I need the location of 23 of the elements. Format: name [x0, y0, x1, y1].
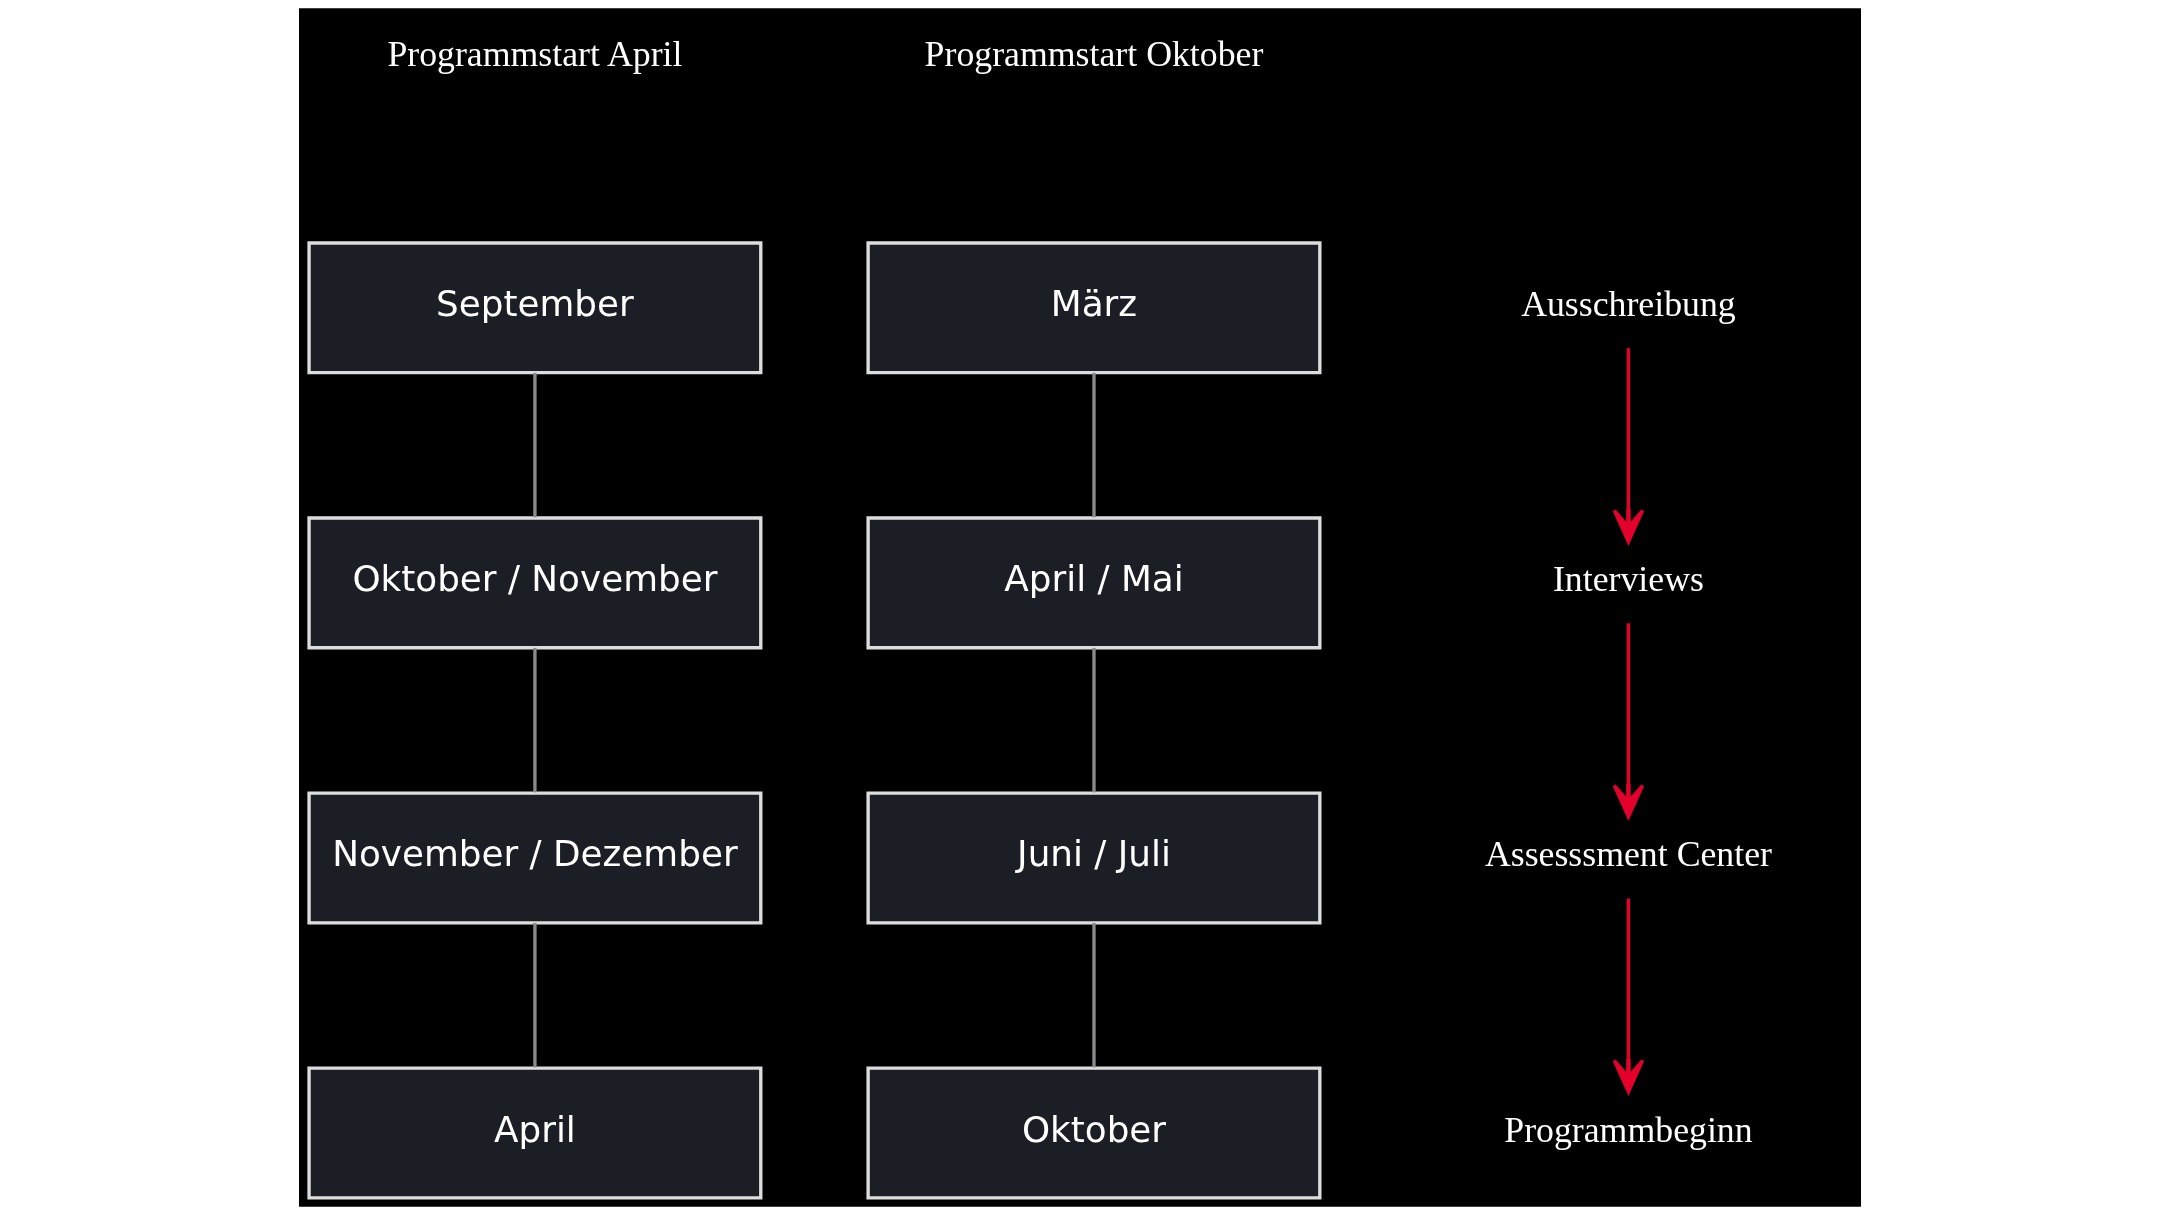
node-box: April [307, 1066, 763, 1200]
node-box: Juni / Juli [866, 791, 1322, 925]
node-box: Oktober / November [307, 516, 763, 650]
node-text: Ausschreibung [1521, 284, 1736, 325]
node-text: Programmbeginn [1504, 1109, 1753, 1150]
connector [1092, 922, 1096, 1068]
node-box: Oktober [866, 1066, 1322, 1200]
connector [1092, 647, 1096, 793]
node-text: Interviews [1552, 559, 1704, 600]
arrow [1612, 348, 1645, 544]
connector [533, 922, 537, 1068]
label: Programmstart Oktober [924, 33, 1264, 74]
node-box: April / Mai [866, 516, 1322, 650]
arrow [1612, 623, 1645, 819]
connector [533, 647, 537, 793]
node-box: November / Dezember [307, 791, 763, 925]
node-box: September [307, 241, 763, 375]
connector [533, 372, 537, 518]
label: Programmstart April [387, 33, 683, 74]
node-text: Assesssment Center [1484, 834, 1772, 875]
connector [1092, 372, 1096, 518]
node-box: März [866, 241, 1322, 375]
arrow [1612, 898, 1645, 1094]
